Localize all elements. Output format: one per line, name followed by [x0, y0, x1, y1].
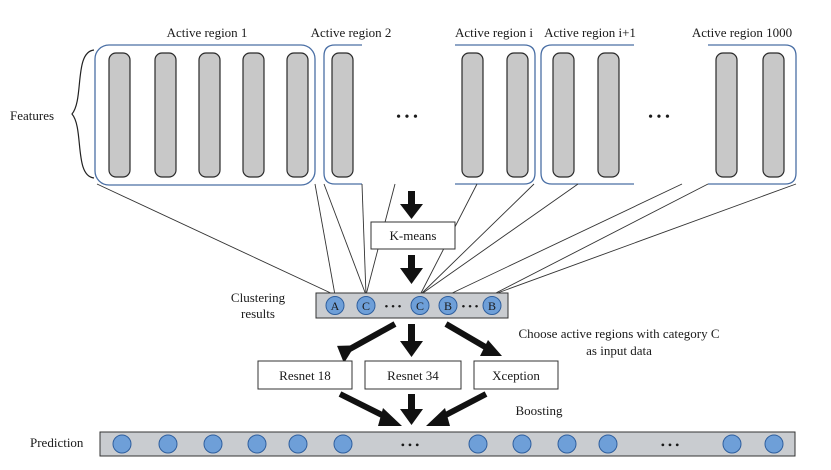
- features-brace: [71, 49, 95, 179]
- region-label-i-plus-1: Active region i+1: [544, 25, 636, 40]
- feature-bar: [198, 52, 221, 178]
- model-box-xception: [473, 360, 559, 390]
- feature-bar: [461, 52, 484, 178]
- region-box-1: [94, 44, 316, 186]
- arrow-to-resnet34-head: [400, 341, 423, 357]
- cluster-ellipsis: • • •: [384, 301, 401, 313]
- boosting-label: Boosting: [516, 403, 563, 418]
- clustering-label-line2: results: [241, 306, 275, 321]
- clustering-strip: [315, 292, 509, 319]
- region-label-2: Active region 2: [311, 25, 392, 40]
- cluster-node-label: B: [488, 299, 496, 313]
- feature-bar: [762, 52, 785, 178]
- arrow-boost-right: [438, 391, 488, 421]
- connector-lines: [96, 183, 797, 296]
- region-box-1000: [708, 44, 797, 185]
- prediction-node: [112, 434, 132, 454]
- features-label: Features: [10, 108, 54, 123]
- prediction-node: [468, 434, 488, 454]
- cluster-node-label: B: [444, 299, 452, 313]
- feature-bar: [506, 52, 529, 178]
- region-box-i-plus-1: [540, 44, 634, 185]
- arrow-from-kmeans: [408, 255, 415, 269]
- cluster-node-label: C: [362, 299, 370, 313]
- feature-bar: [552, 52, 575, 178]
- clustering-label-line1: Clustering: [231, 290, 286, 305]
- feature-bar: [331, 52, 354, 178]
- arrow-to-kmeans: [408, 191, 415, 205]
- arrow-to-resnet18: [346, 321, 397, 353]
- prediction-ellipsis: • • •: [401, 438, 420, 452]
- model-box-resnet34: [364, 360, 462, 390]
- cluster-node-label: C: [416, 299, 424, 313]
- arrow-boost-middle: [408, 394, 415, 410]
- prediction-label: Prediction: [30, 435, 84, 450]
- prediction-node: [512, 434, 532, 454]
- cluster-node-c: [410, 296, 430, 315]
- choose-label-line1: Choose active regions with category C: [518, 326, 719, 341]
- model-box-resnet18: [257, 360, 353, 390]
- choose-label-line2: as input data: [586, 343, 652, 358]
- cluster-node-b: [482, 296, 502, 315]
- model-label-resnet34: Resnet 34: [387, 368, 439, 383]
- kmeans-box: [370, 221, 456, 250]
- model-label-xception: Xception: [492, 368, 540, 383]
- arrow-boost-left-head: [378, 408, 402, 426]
- feature-bar: [154, 52, 177, 178]
- feature-bar: [242, 52, 265, 178]
- cluster-node-a: [325, 296, 345, 315]
- region-box-2: [323, 44, 362, 185]
- feature-bar: [108, 52, 131, 178]
- arrow-to-kmeans-head: [400, 204, 423, 219]
- prediction-node: [288, 434, 308, 454]
- prediction-node: [722, 434, 742, 454]
- cluster-node-b: [438, 296, 458, 315]
- arrow-boost-middle-head: [400, 409, 423, 425]
- cluster-node-label: A: [331, 299, 340, 313]
- model-label-resnet18: Resnet 18: [279, 368, 331, 383]
- prediction-ellipsis: • • •: [661, 438, 680, 452]
- feature-bar: [597, 52, 620, 178]
- arrow-boost-left: [338, 391, 390, 421]
- kmeans-label: K-means: [390, 228, 437, 243]
- cluster-ellipsis: • • •: [461, 301, 478, 313]
- region-box-i: [455, 44, 536, 185]
- prediction-node: [598, 434, 618, 454]
- region-label-i: Active region i: [455, 25, 533, 40]
- arrow-to-xception-head: [480, 340, 502, 356]
- arrow-to-xception: [444, 321, 489, 351]
- cluster-node-c: [356, 296, 376, 315]
- prediction-node: [764, 434, 784, 454]
- ellipsis-regions-right: • • •: [648, 110, 670, 125]
- prediction-node: [557, 434, 577, 454]
- region-label-1: Active region 1: [167, 25, 248, 40]
- ellipsis-regions-left: • • •: [396, 110, 418, 125]
- region-label-1000: Active region 1000: [692, 25, 792, 40]
- prediction-node: [247, 434, 267, 454]
- prediction-node: [203, 434, 223, 454]
- prediction-node: [333, 434, 353, 454]
- prediction-node: [158, 434, 178, 454]
- feature-bar: [286, 52, 309, 178]
- arrow-to-resnet34: [408, 324, 415, 342]
- feature-bar: [715, 52, 738, 178]
- arrow-to-resnet18-head: [337, 345, 356, 364]
- arrow-from-kmeans-head: [400, 268, 423, 284]
- arrow-boost-right-head: [426, 408, 450, 426]
